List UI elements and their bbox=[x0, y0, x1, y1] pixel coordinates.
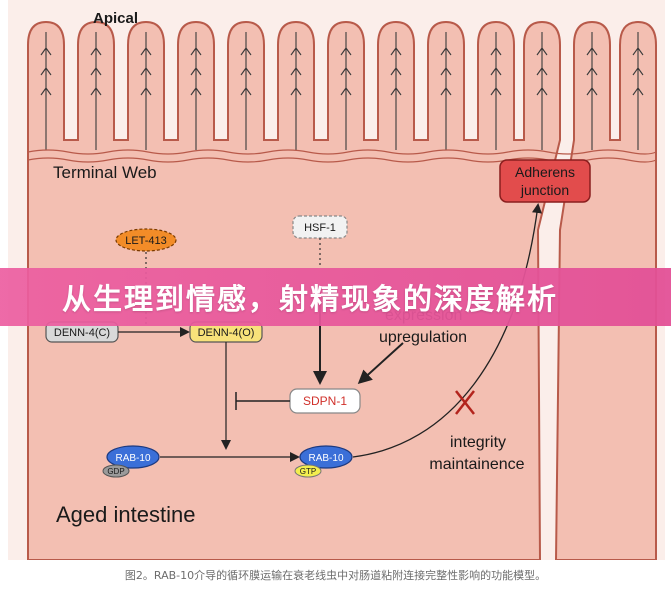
maintainence-label: maintainence bbox=[429, 456, 524, 473]
terminal-web-label: Terminal Web bbox=[53, 163, 157, 182]
rab10-to-adherens-curve bbox=[352, 203, 542, 458]
apical-label: Apical bbox=[93, 10, 138, 27]
gtp-label: GTP bbox=[300, 467, 316, 476]
hsf1-label: HSF-1 bbox=[304, 222, 336, 234]
banner-title: 从生理到情感，射精现象的深度解析 bbox=[62, 282, 559, 316]
adherens-junction-box bbox=[499, 159, 591, 203]
microvilli-filaments bbox=[40, 32, 644, 150]
rab10-left-label: RAB-10 bbox=[115, 453, 150, 464]
gtp-node bbox=[294, 464, 322, 478]
upregulation-arrow bbox=[357, 342, 404, 385]
rab10-right-node bbox=[299, 445, 353, 469]
let413-node bbox=[115, 228, 177, 252]
rab10-right-label: RAB-10 bbox=[308, 453, 343, 464]
aged-intestine-label: Aged intestine bbox=[56, 502, 195, 527]
title-banner: 从生理到情感，射精现象的深度解析 bbox=[0, 268, 671, 326]
integrity-label: integrity bbox=[450, 434, 506, 451]
denn4c-label: DENN-4(C) bbox=[54, 327, 110, 339]
adherens-junction-label-line1: Adherens bbox=[515, 164, 575, 180]
adherens-junction-label-line2: junction bbox=[520, 182, 569, 198]
integrity-block-x-icon bbox=[455, 390, 475, 415]
let413-label: LET-413 bbox=[125, 235, 167, 247]
sdpn1-label: SDPN-1 bbox=[303, 394, 347, 408]
sdpn1-inhibition-line bbox=[235, 392, 290, 410]
rab10-left-node bbox=[106, 445, 160, 469]
gdp-node bbox=[102, 464, 130, 478]
denn4o-label: DENN-4(O) bbox=[198, 327, 255, 339]
figure-caption: 图2。RAB-10介导的循环膜运输在衰老线虫中对肠道粘附连接完整性影响的功能模型… bbox=[124, 569, 547, 582]
gdp-label: GDP bbox=[107, 467, 124, 476]
upregulation-label: upregulation bbox=[379, 329, 467, 346]
